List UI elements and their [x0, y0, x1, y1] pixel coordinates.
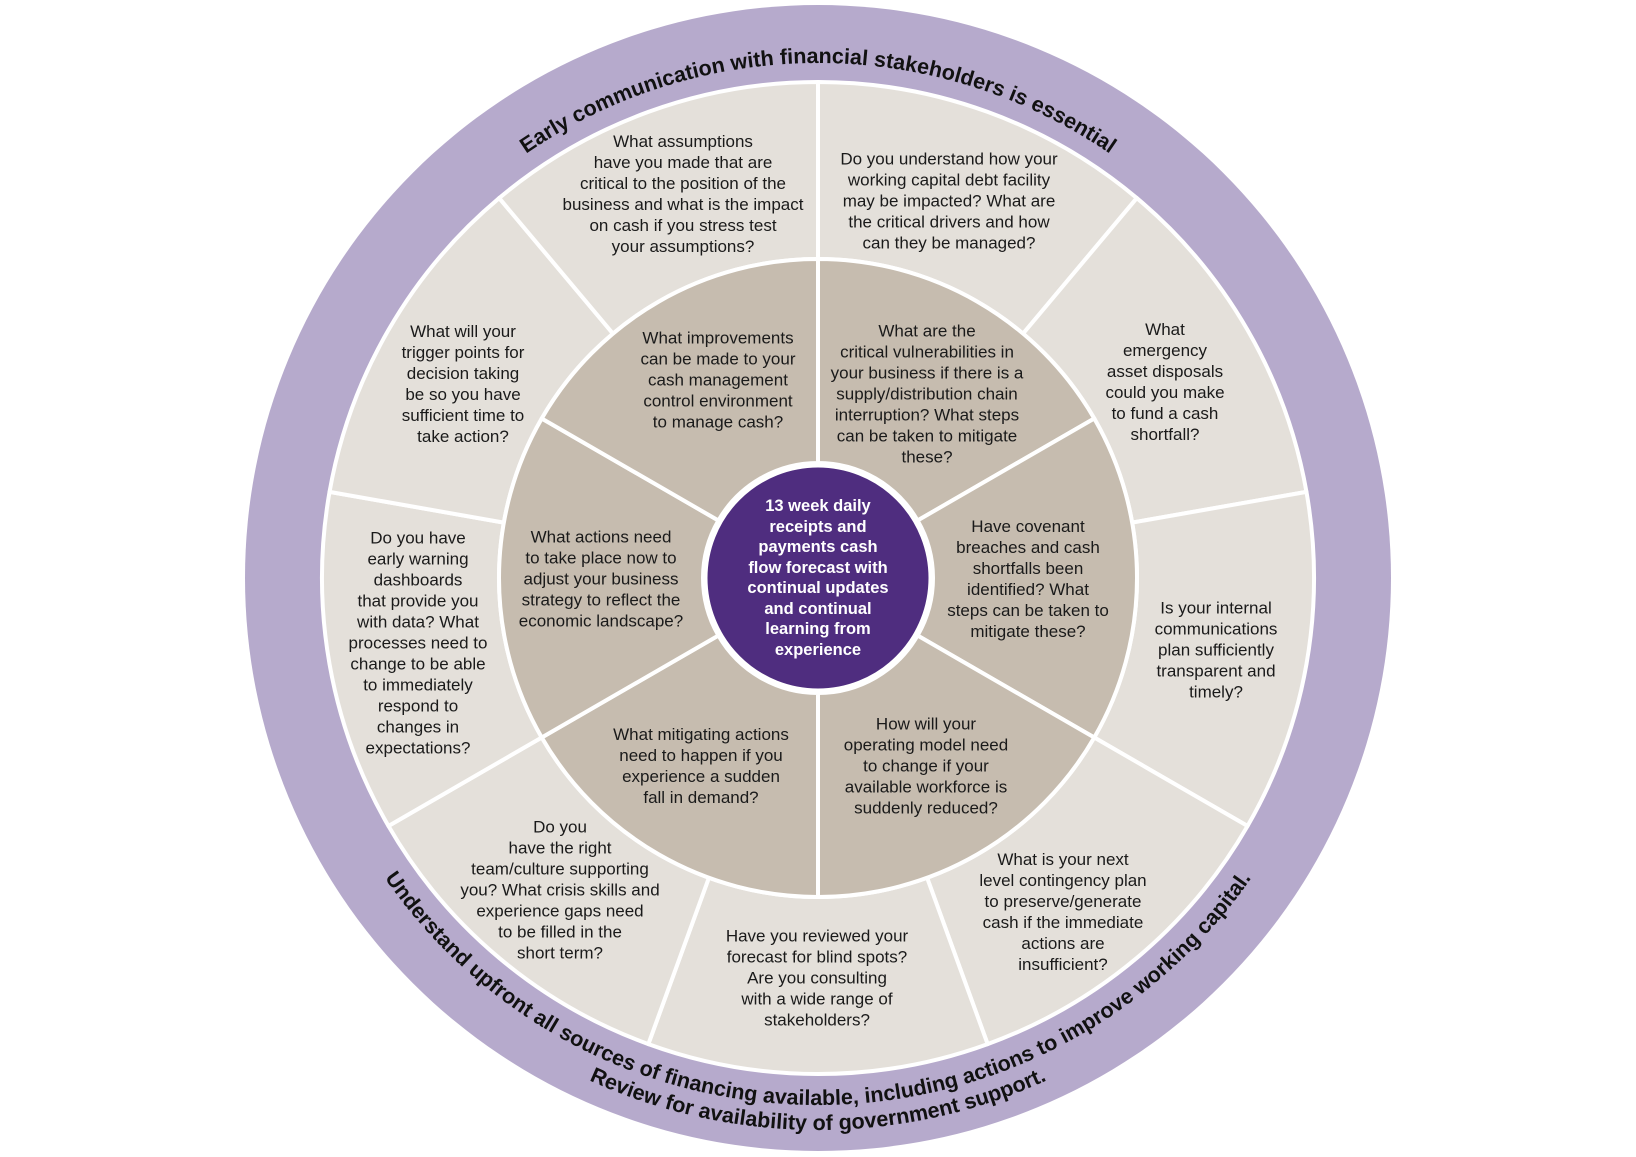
inner-question-ring — [497, 257, 1139, 899]
inner-question-operating-model: How will your operating model need to ch… — [843, 714, 1009, 818]
outer-question-blind-spots: Have you reviewed your forecast for blin… — [725, 926, 909, 1030]
inner-question-covenant-breaches: Have covenant breaches and cash shortfal… — [947, 517, 1109, 641]
center-core-message: 13 week daily receipts and payments cash… — [747, 497, 889, 659]
outer-question-trigger-points: What will your trigger points for decisi… — [401, 322, 525, 446]
outer-question-early-warning-dashboards: Do you have early warning dashboards tha… — [348, 528, 488, 758]
inner-question-critical-vulnerabilities: What are the critical vulnerabilities in… — [830, 321, 1024, 467]
inner-question-cash-management: What improvements can be made to your ca… — [640, 328, 796, 432]
inner-question-mitigating-actions: What mitigating actions need to happen i… — [613, 725, 789, 807]
outer-question-emergency-asset-disposals: What emergency asset disposals could you… — [1105, 320, 1225, 444]
outer-question-ring — [320, 80, 1316, 1076]
outer-question-team-culture: Do you have the right team/culture suppo… — [460, 817, 660, 963]
outer-question-assumptions: What assumptions have you made that are … — [562, 132, 804, 256]
center-disc — [702, 462, 934, 694]
outer-question-contingency-plan: What is your next level contingency plan… — [979, 850, 1147, 974]
outer-question-working-capital-facility: Do you understand how your working capit… — [840, 149, 1058, 253]
inner-question-business-strategy: What actions need to take place now to a… — [518, 527, 684, 631]
outer-question-internal-communications: Is your internal communications plan suf… — [1154, 598, 1278, 702]
